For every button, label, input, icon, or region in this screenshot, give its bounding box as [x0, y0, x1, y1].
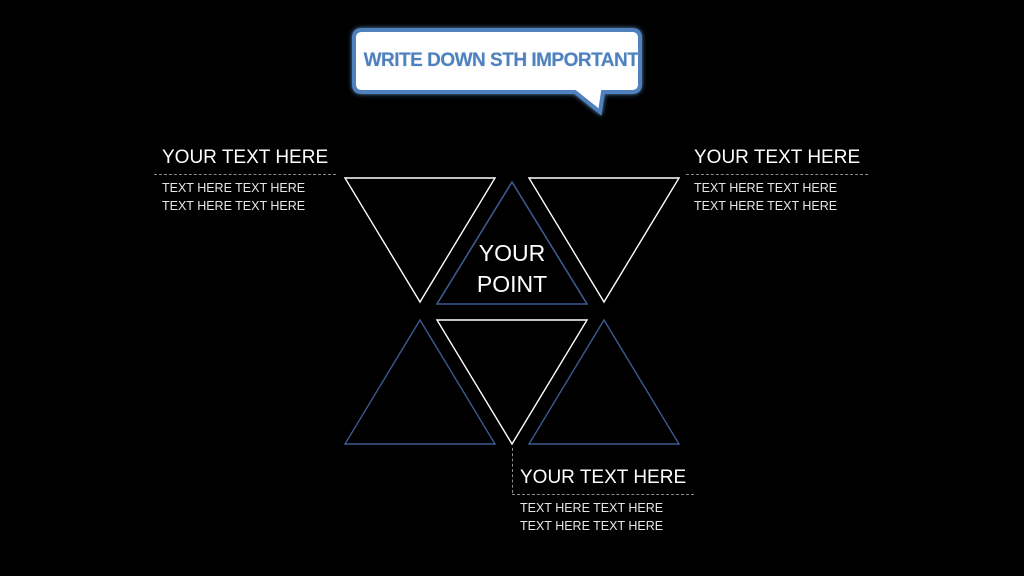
block-line-2: TEXT HERE TEXT HERE — [694, 199, 838, 213]
block-line-1: TEXT HERE TEXT HERE — [162, 181, 306, 195]
block-line-1: TEXT HERE TEXT HERE — [694, 181, 838, 195]
triangle-top-left — [343, 177, 497, 304]
block-heading: YOUR TEXT HERE — [520, 467, 687, 488]
block-body: TEXT HERE TEXT HERE TEXT HERE TEXT HERE — [512, 499, 694, 535]
triangle-bottom-right — [527, 318, 681, 445]
triangle-top-right — [527, 177, 681, 304]
block-line-1: TEXT HERE TEXT HERE — [520, 501, 664, 515]
block-heading: YOUR TEXT HERE — [694, 147, 861, 168]
center-point-label: YOUR POINT — [462, 238, 562, 300]
block-line-2: TEXT HERE TEXT HERE — [520, 519, 664, 533]
center-line-1: YOUR — [478, 240, 546, 266]
callout-title: WRITE DOWN STH IMPORTANT — [363, 50, 639, 71]
dashed-divider — [686, 174, 868, 175]
block-heading: YOUR TEXT HERE — [162, 147, 329, 168]
block-line-2: TEXT HERE TEXT HERE — [162, 199, 306, 213]
center-line-2: POINT — [476, 271, 548, 297]
dashed-divider — [512, 494, 694, 495]
text-block-bottom: YOUR TEXT HERE TEXT HERE TEXT HERE TEXT … — [512, 467, 694, 535]
triangle-bottom-left — [343, 318, 497, 445]
triangle-center — [435, 180, 589, 305]
text-block-right: YOUR TEXT HERE TEXT HERE TEXT HERE TEXT … — [686, 147, 868, 215]
text-block-left: YOUR TEXT HERE TEXT HERE TEXT HERE TEXT … — [154, 147, 336, 215]
block-body: TEXT HERE TEXT HERE TEXT HERE TEXT HERE — [154, 179, 336, 215]
dashed-divider — [154, 174, 336, 175]
triangle-bottom-center — [435, 319, 589, 446]
dashed-connector — [512, 448, 513, 493]
block-body: TEXT HERE TEXT HERE TEXT HERE TEXT HERE — [686, 179, 868, 215]
